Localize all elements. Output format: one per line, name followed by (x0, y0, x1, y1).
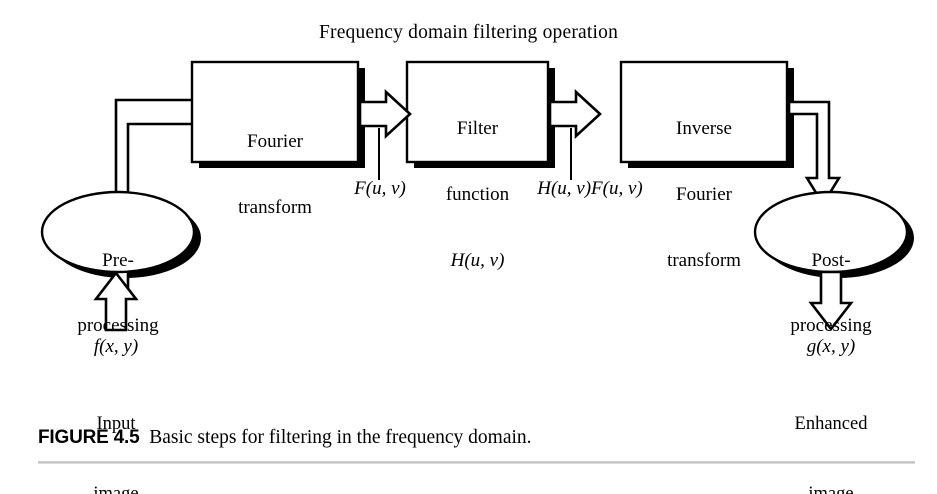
filter-function-line-2: function (445, 184, 510, 206)
input-signal-math: f(x, y) (93, 336, 139, 357)
caption-divider-rule (38, 461, 915, 464)
fourier-transform-box (190, 60, 360, 164)
figure-caption: FIGURE 4.5 Basic steps for filtering in … (38, 426, 918, 450)
input-image-caption: Input image (56, 367, 176, 494)
inverse-fourier-label: Inverse Fourier transform (621, 74, 787, 316)
inverse-fourier-line-2: Fourier (676, 184, 732, 206)
arrow-filter-to-inverse (548, 89, 602, 139)
figure-number: FIGURE 4.5 (38, 427, 140, 448)
preprocessing-label: Pre- processing (42, 207, 194, 380)
postprocessing-line-2: processing (790, 315, 872, 337)
output-image-line-1: Enhanced (794, 414, 868, 435)
diagram-title: Frequency domain filtering operation (318, 22, 619, 43)
inverse-fourier-line-1: Inverse (676, 118, 732, 140)
filter-function-line-1: Filter (456, 118, 499, 140)
filter-function-label: Filter function H(u, v) (407, 74, 548, 316)
output-image-caption: Enhanced image (756, 367, 906, 494)
preprocessing-line-2: processing (77, 315, 159, 337)
arrow-fourier-to-filter (358, 89, 412, 139)
arrow-output-image (808, 270, 854, 332)
input-image-line-2: image (93, 483, 139, 494)
figure-caption-text (139, 427, 149, 448)
filter-function-transfer-math: H(u, v) (450, 250, 505, 272)
inverse-fourier-box (619, 60, 789, 164)
arrow-input-image (93, 270, 139, 332)
filtered-output-label: H(u, v)F(u, v) (537, 178, 643, 199)
preprocessing-ellipse (40, 190, 196, 274)
fourier-transform-line-1: Fourier (247, 131, 303, 153)
input-image-line-1: Input (96, 414, 136, 435)
postprocessing-label: Post- processing (755, 207, 907, 380)
inverse-fourier-line-3: transform (667, 250, 741, 272)
output-signal-math: g(x, y) (806, 336, 856, 357)
postprocessing-line-1: Post- (811, 250, 851, 272)
fourier-output-label: F(u, v) (354, 178, 406, 199)
figure-caption-body: Basic steps for filtering in the frequen… (149, 427, 532, 448)
arrow-inverse-to-post (787, 100, 842, 207)
output-image-line-2: image (808, 483, 854, 494)
preprocessing-line-1: Pre- (102, 250, 134, 272)
fourier-transform-label: Fourier transform (192, 87, 358, 263)
fourier-transform-line-2: transform (238, 197, 312, 219)
